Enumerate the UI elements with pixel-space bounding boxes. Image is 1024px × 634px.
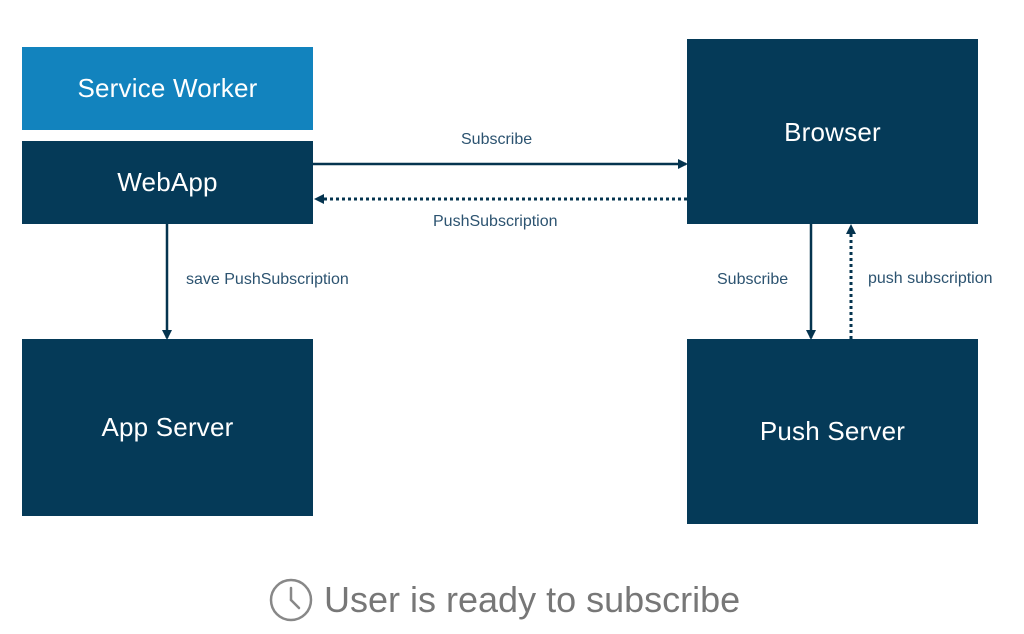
push-server-label: Push Server bbox=[759, 416, 906, 446]
caption: User is ready to subscribe bbox=[268, 572, 740, 628]
label-webapp-to-app-server: save PushSubscription bbox=[186, 271, 349, 288]
browser-label: Browser bbox=[784, 117, 881, 147]
webapp-box: WebApp bbox=[22, 141, 313, 224]
service-worker-label: Service Worker bbox=[77, 73, 258, 103]
label-webapp-to-browser: Subscribe bbox=[461, 131, 533, 148]
app-server-label: App Server bbox=[101, 412, 234, 442]
caption-text: User is ready to subscribe bbox=[324, 579, 741, 620]
label-browser-to-push-server: Subscribe bbox=[717, 271, 789, 288]
clock-icon bbox=[269, 578, 313, 622]
webapp-label: WebApp bbox=[117, 167, 218, 197]
label-push-server-to-browser: push subscription bbox=[868, 270, 993, 287]
browser-box: Browser bbox=[687, 39, 978, 224]
app-server-box: App Server bbox=[22, 339, 313, 516]
push-server-box: Push Server bbox=[687, 339, 978, 524]
service-worker-box: Service Worker bbox=[22, 47, 313, 130]
label-browser-to-webapp: PushSubscription bbox=[433, 213, 558, 230]
